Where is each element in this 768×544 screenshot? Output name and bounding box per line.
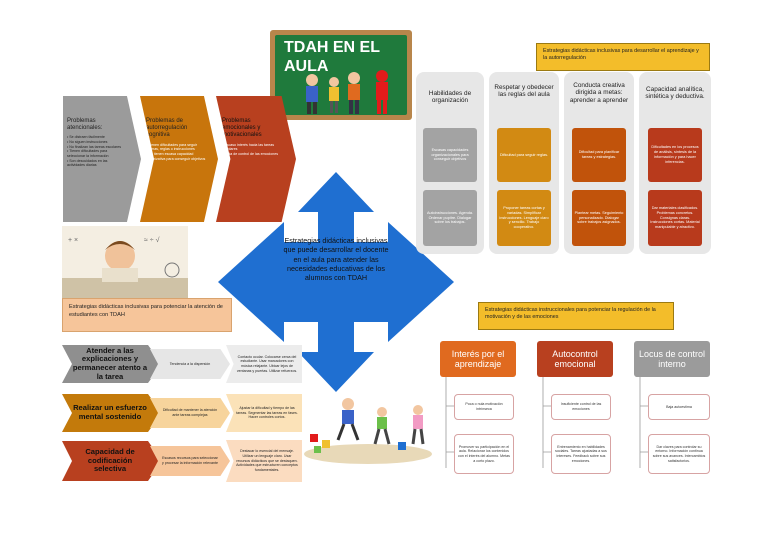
cell-strategy: Plantear metas. Seguimiento personalizad…: [572, 190, 626, 246]
column-head: Habilidades de organización: [428, 90, 472, 105]
problem-chevron-attention: Problemas atencionales: Se distraen fáci…: [63, 96, 141, 222]
svg-text:≈ ÷ √: ≈ ÷ √: [144, 236, 160, 244]
motivation-head-selfcontrol: Autocontrol emocional: [537, 341, 613, 377]
attention-row-3-mid: Escasos recursos para seleccionar y proc…: [150, 446, 230, 476]
column-head: Conducta creativa dirigida a metas: apre…: [569, 82, 629, 104]
cell-problem: Escasas capacidades organizacionales par…: [423, 128, 477, 182]
central-cross-arrows: [218, 172, 454, 392]
cell-strategy: Proponer tareas cortas y variadas. Simpl…: [497, 190, 551, 246]
motivation-problem: Baja autoestima: [648, 394, 710, 420]
self-regulation-label: Estrategias didácticas inclusivas para d…: [536, 43, 710, 71]
motivation-strategy: Entrenamiento en habilidades sociales. T…: [551, 434, 611, 474]
attention-row-1-title: Atender a las explicaciones y permanecer…: [62, 345, 162, 383]
attention-row-1-mid: Tendencia a la dispersión: [150, 349, 230, 379]
chalkboard-illustration: TDAH EN EL AULA: [270, 30, 412, 120]
problem-title: Problemas atencionales:: [67, 118, 103, 132]
motivation-head-interest: Interés por el aprendizaje: [440, 341, 516, 377]
cell-problem: Dificultad para planificar tareas y estr…: [572, 128, 626, 182]
center-text: Estrategias didácticas inclusivas que pu…: [283, 236, 389, 283]
cell-problem: Dificultad para seguir reglas.: [497, 128, 551, 182]
attention-row-2-title: Realizar un esfuerzo mental sostenido: [62, 394, 162, 432]
svg-text:+ ×: + ×: [68, 237, 78, 244]
motivation-problem: Poca o nula motivación intrínseca: [454, 394, 514, 420]
board-title: TDAH EN EL AULA: [284, 39, 380, 76]
problem-chevron-cognitive: Problemas de autorregulación cognitiva T…: [140, 96, 218, 222]
motivation-strategy: Dar claves para controlar su entorno. In…: [648, 434, 710, 474]
attention-row-2-mid: Dificultad de mantener la atención ante …: [150, 398, 230, 428]
motivation-problem: Insuficiente control de las emociones: [551, 394, 611, 420]
cell-strategy: Dar materiales clasificados. Problemas c…: [648, 190, 702, 246]
column-head: Respetar y obedecer las reglas del aula: [494, 84, 554, 99]
motivation-head-locus: Locus de control interno: [634, 341, 710, 377]
cell-strategy: Autoinstrucciones. Agenda. Ordenar pupit…: [423, 190, 477, 246]
attention-row-3-title: Capacidad de codificación selectiva: [62, 441, 162, 481]
motivation-strategy: Promover su participación en el aula. Re…: [454, 434, 514, 474]
attention-row-2-right: Ajustar la dificultad y tiempo de las ta…: [226, 394, 302, 432]
column-head: Capacidad analítica, sintética y deducti…: [645, 86, 705, 101]
attention-row-3-right: Destacar lo esencial del mensaje. Utiliz…: [226, 440, 302, 482]
attention-row-1-right: Contacto ocular. Colocarse cerca del est…: [226, 345, 302, 383]
motivation-label: Estrategias didácticas instruccionales p…: [478, 302, 674, 330]
kids-playing-illustration: [304, 398, 432, 464]
cell-problem: Dificultades en los procesos de análisis…: [648, 128, 702, 182]
child-studying-image: ≈ ÷ √ + ×: [62, 226, 188, 298]
left-caption: Estrategias didácticas inclusivas para p…: [62, 298, 232, 332]
